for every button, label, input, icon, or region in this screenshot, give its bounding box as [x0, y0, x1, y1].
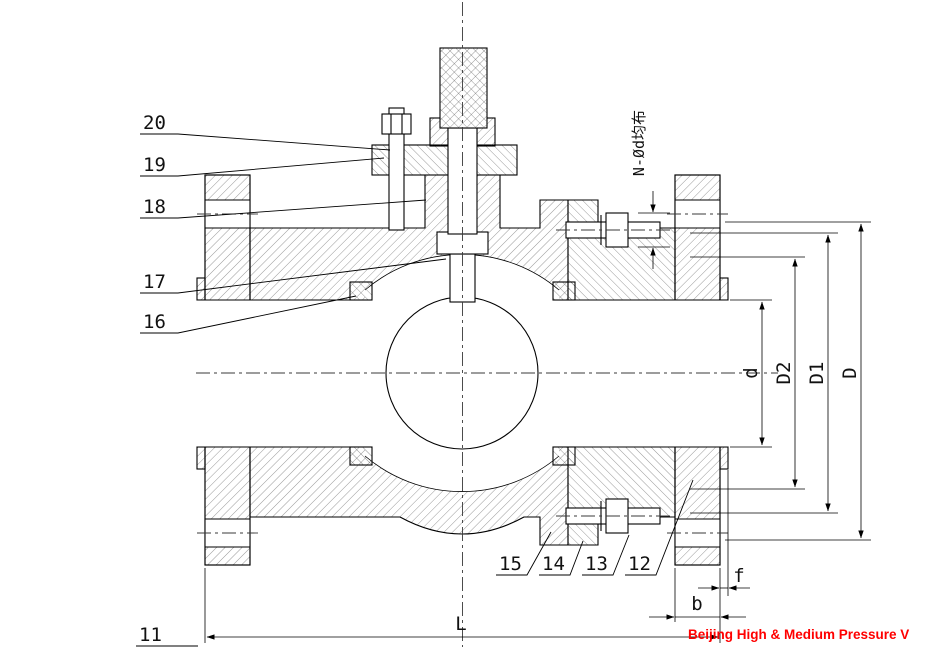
dim-label-L: L: [455, 613, 466, 635]
gland-stud: [381, 107, 412, 231]
dimension-lines: [204, 191, 871, 643]
callout-13: 13: [585, 553, 608, 575]
part-callouts: 20 19 18 17 16 15 14 13 12 11: [139, 112, 651, 646]
gland-nut: [381, 113, 412, 135]
callout-14: 14: [542, 553, 565, 575]
dim-label-b: b: [691, 593, 702, 615]
callout-19: 19: [143, 154, 166, 176]
dim-label-D2: D2: [773, 362, 795, 385]
callout-12: 12: [628, 553, 651, 575]
right-raised-face: [719, 277, 729, 301]
dim-label-D: D: [839, 367, 861, 378]
seat-rings: [349, 281, 576, 466]
callout-15: 15: [499, 553, 522, 575]
stem: [436, 47, 489, 303]
dim-label-f: f: [733, 565, 744, 587]
callout-11: 11: [139, 624, 162, 646]
watermark-text: Beijing High & Medium Pressure V: [688, 627, 909, 642]
callout-leaders: [136, 133, 694, 647]
bore-lines: [197, 299, 728, 448]
dim-label-d: d: [740, 367, 762, 378]
callout-17: 17: [143, 271, 166, 293]
dim-label-D1: D1: [806, 362, 828, 385]
callout-18: 18: [143, 196, 166, 218]
dimension-labels: L b f d D2 D1 D N-Ød均布: [455, 110, 861, 635]
callout-16: 16: [143, 311, 166, 333]
left-raised-face: [196, 277, 206, 301]
callout-20: 20: [143, 112, 166, 134]
dim-label-bolt-note: N-Ød均布: [630, 110, 648, 176]
